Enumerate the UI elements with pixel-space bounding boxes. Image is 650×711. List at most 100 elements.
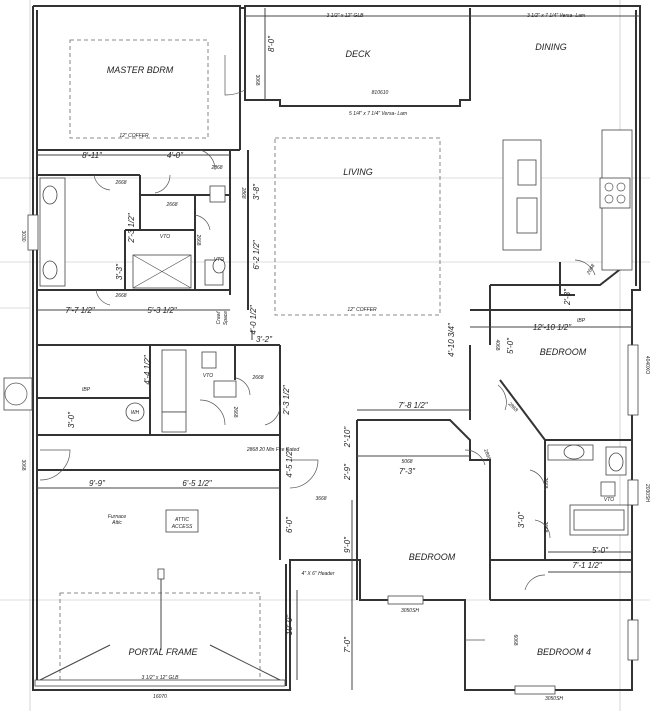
- dim-12-10half: 12'-10 1/2": [533, 323, 572, 332]
- dim-8-11: 8'-11": [82, 151, 103, 160]
- dim-9-9: 9'-9": [89, 479, 106, 488]
- coffers: [69, 39, 441, 316]
- deck-outline: [244, 8, 640, 107]
- opening-3668: 3668: [315, 496, 326, 502]
- note-versalam-deck: 5 1/4" x 7 1/4" Versa- Lam: [349, 111, 407, 117]
- label-vto-right-bath: VTO: [604, 497, 614, 503]
- dim-4-5half: 4'-5 1/2": [285, 447, 294, 477]
- dim-2-3half: 2'-3 1/2": [127, 212, 136, 243]
- dim-7-8half: 7'-8 1/2": [398, 401, 428, 410]
- dim-4-4half: 4'-4 1/2": [143, 354, 152, 384]
- opening-2868-d: 2868: [482, 447, 492, 461]
- label-portal-frame: PORTAL FRAME: [128, 647, 198, 657]
- right-bath-fixtures: [547, 444, 629, 536]
- master-bath-fixtures: [39, 177, 226, 289]
- dim-10-0: 10'-0": [285, 614, 294, 636]
- opening-810610: 810610: [372, 90, 389, 96]
- dim-deck-depth: 8'-0": [267, 35, 276, 52]
- opening-2868-a: 2868: [210, 165, 222, 171]
- dim-6-2half: 6'-2 1/2": [252, 239, 261, 269]
- opening-2668-e: 2668: [251, 375, 263, 381]
- windows: [27, 214, 639, 695]
- dim-2-9: 2'-9": [343, 463, 352, 481]
- room-label-master-bedroom: MASTER BDRM: [107, 65, 174, 75]
- note-coffer-living: 12" COFFER: [347, 307, 377, 313]
- label-vto-master-shower: VTO: [160, 234, 170, 240]
- exterior-walls: [32, 5, 641, 691]
- opening-6068: 6068: [512, 634, 518, 645]
- room-label-bedroom-4: BEDROOM 4: [537, 647, 591, 657]
- label-vto-laundry: VTO: [203, 373, 213, 379]
- opening-3068-deck: 3068: [254, 74, 260, 85]
- dim-7-0: 7'-0": [343, 636, 352, 653]
- label-attic-access-1: ATTIC: [174, 517, 189, 523]
- door-swings: [39, 55, 596, 641]
- room-label-bedroom-right: BEDROOM: [540, 347, 587, 357]
- opening-2030sh: 2030SH: [644, 484, 650, 502]
- opening-2668-b: 2668: [165, 202, 177, 208]
- dim-3-0b: 3'-0": [517, 511, 526, 528]
- opening-16070: 16070: [153, 694, 167, 700]
- dim-2-3half-b: 2'-3 1/2": [282, 384, 291, 415]
- opening-5068: 5068: [401, 459, 412, 465]
- room-label-bedroom-middle: BEDROOM: [409, 552, 456, 562]
- dim-5-0: 5'-0": [506, 337, 515, 354]
- opening-2668-g: 2668: [585, 263, 596, 277]
- label-crawl-space-1: Crawl: [216, 311, 222, 325]
- opening-2668-f: 2668: [232, 406, 238, 417]
- dim-9-0: 9'-0": [343, 536, 352, 553]
- room-label-dining: DINING: [535, 42, 567, 52]
- label-ibp-left: IBP: [82, 387, 91, 393]
- note-glb-bottom: 3 1/2" x 12" GLB: [142, 675, 180, 681]
- garage: [34, 509, 286, 687]
- laundry-fixtures: [3, 349, 237, 433]
- opening-2668-d: 2668: [114, 293, 126, 299]
- opening-2868-b: 2868: [240, 186, 246, 198]
- dim-3-8: 3'-8": [252, 183, 261, 200]
- opening-3068-left: 3068: [20, 459, 26, 470]
- opening-4068: 4068: [494, 339, 500, 350]
- kitchen-fixtures: [502, 129, 633, 271]
- opening-2668-c: 2668: [195, 234, 201, 245]
- label-furnace-1: Furnace: [108, 514, 127, 520]
- dim-7-7half: 7'-7 1/2": [65, 306, 95, 315]
- opening-2668-a: 2668: [114, 180, 126, 186]
- note-versalam-top: 3 1/2" x 7 1/4" Versa- Lam: [527, 13, 585, 19]
- dim-4-0: 4'-0": [167, 151, 184, 160]
- opening-2668-i: 2668: [542, 521, 548, 532]
- dim-3-2: 3'-2": [256, 335, 273, 344]
- room-label-living: LIVING: [343, 167, 373, 177]
- dimension-lines: [37, 8, 632, 690]
- note-coffer-master: 12" COFFER: [119, 133, 149, 139]
- dim-5-3half: 5'-3 1/2": [147, 306, 177, 315]
- opening-2668-h: 2668: [542, 477, 548, 488]
- dim-4-10three: 4'-10 3/4": [447, 322, 456, 357]
- opening-3030: 3030: [20, 230, 26, 241]
- note-header: 4" X 6" Header: [301, 571, 334, 577]
- dim-7-3: 7'-3": [399, 467, 416, 476]
- interior-walls: [37, 8, 633, 601]
- label-ibp-right: IBP: [577, 318, 586, 324]
- dim-7-1half: 7'-1 1/2": [572, 561, 602, 570]
- dim-2-3: 2'-3": [563, 288, 572, 306]
- room-label-deck: DECK: [345, 49, 371, 59]
- note-glb-top: 3 1/2" x 12" GLB: [327, 13, 365, 19]
- label-water-heater: WH: [131, 410, 140, 416]
- opening-4040xo: 4040XO: [644, 356, 650, 374]
- note-fire-rated-door: 2868 20 Min Fire Rated: [246, 447, 299, 453]
- opening-3050sh-a: 3050SH: [401, 608, 419, 614]
- label-furnace-2: Attic: [111, 520, 122, 526]
- label-vto-master-toilet: VTO: [214, 257, 224, 263]
- label-crawl-space-2: Space: [223, 311, 229, 325]
- dim-2-10: 2'-10": [343, 426, 352, 449]
- dim-6-5half: 6'-5 1/2": [182, 479, 212, 488]
- dim-5-0b: 5'-0": [592, 546, 609, 555]
- dim-3-3: 3'-3": [115, 263, 124, 280]
- dim-6-0: 6'-0": [285, 516, 294, 533]
- label-attic-access-2: ACCESS: [171, 524, 193, 530]
- dim-4-0half: 4'-0 1/2": [249, 304, 258, 334]
- opening-3050sh-b: 3050SH: [545, 696, 563, 702]
- dim-3-0: 3'-0": [67, 411, 76, 428]
